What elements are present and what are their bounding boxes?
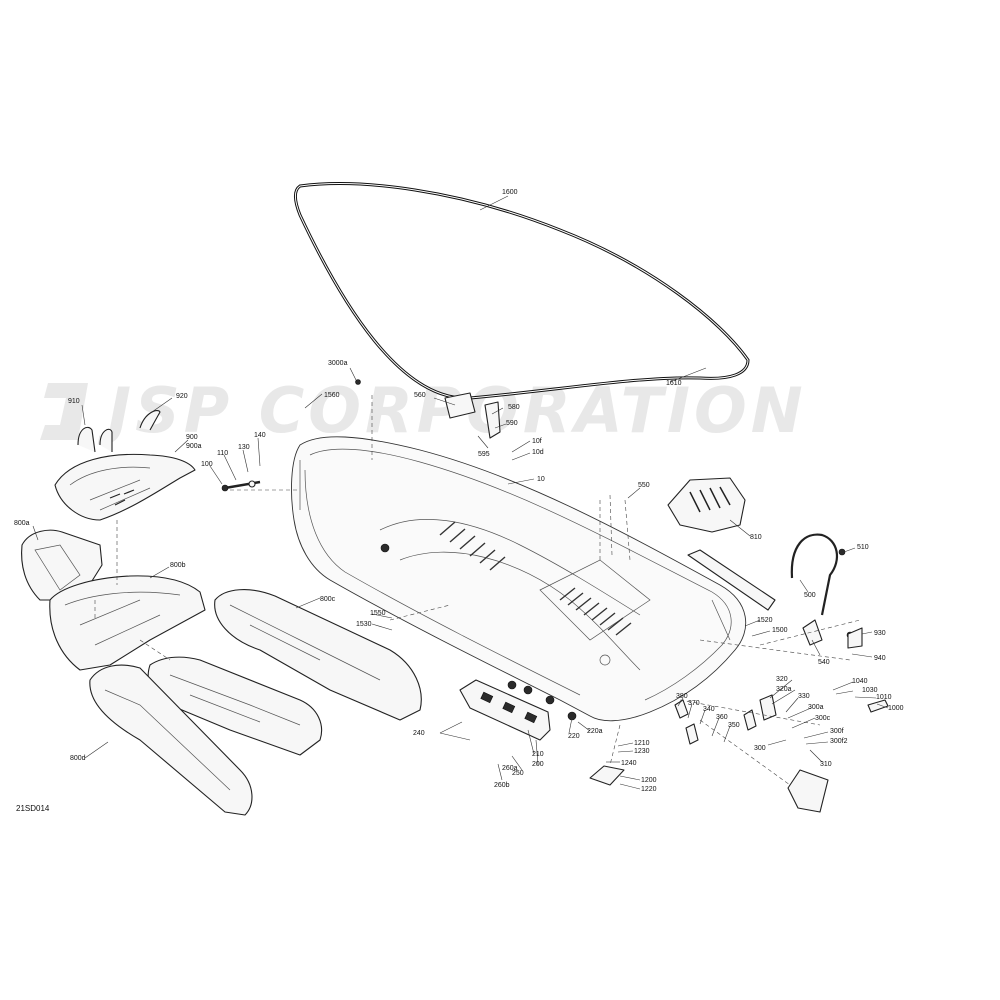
callout-595: 595 xyxy=(478,451,490,458)
callout-510: 510 xyxy=(857,544,869,551)
callout-260a: 260a xyxy=(502,765,518,772)
hull xyxy=(291,436,747,722)
callout-360: 360 xyxy=(716,714,728,721)
callout-250: 250 xyxy=(512,770,524,777)
diagram-reference: 21SD014 xyxy=(16,804,50,813)
callout-210: 210 xyxy=(532,751,544,758)
callout-1200: 1200 xyxy=(641,777,657,784)
callout-1210: 1210 xyxy=(634,740,650,747)
callout-220a: 220a xyxy=(587,728,603,735)
callout-900a: 900a xyxy=(186,443,202,450)
callout-920: 920 xyxy=(176,393,188,400)
callout-300f: 300f xyxy=(830,728,844,735)
callout-380: 380 xyxy=(676,693,688,700)
callout-330: 330 xyxy=(798,693,810,700)
callout-590: 590 xyxy=(506,420,518,427)
callout-540: 540 xyxy=(818,659,830,666)
callout-320a: 320a xyxy=(776,686,792,693)
callout-1610: 1610 xyxy=(666,380,682,387)
callout-500: 500 xyxy=(804,592,816,599)
callout-810: 810 xyxy=(750,534,762,541)
callout-10d: 10d xyxy=(532,449,544,456)
callout-260b: 260b xyxy=(494,782,510,789)
callout-300c: 300c xyxy=(815,715,831,722)
callout-940: 940 xyxy=(874,655,886,662)
callout-100: 100 xyxy=(201,461,213,468)
callout-200: 200 xyxy=(532,761,544,768)
callout-370: 370 xyxy=(688,700,700,707)
callout-labels: 1600 1610 3000a 1560 560 580 590 595 10f… xyxy=(14,189,904,793)
callout-1550: 1550 xyxy=(370,610,386,617)
seat-base xyxy=(54,453,196,521)
callout-300a: 300a xyxy=(808,704,824,711)
callout-10f: 10f xyxy=(532,438,542,445)
callout-130: 130 xyxy=(238,444,250,451)
callout-930: 930 xyxy=(874,630,886,637)
callout-550: 550 xyxy=(638,482,650,489)
callout-1010: 1010 xyxy=(876,694,892,701)
callout-1230: 1230 xyxy=(634,748,650,755)
callout-220: 220 xyxy=(568,733,580,740)
callout-340: 340 xyxy=(703,706,715,713)
callout-310: 310 xyxy=(820,761,832,768)
callout-900: 900 xyxy=(186,434,198,441)
callout-1600: 1600 xyxy=(502,189,518,196)
callout-110: 110 xyxy=(217,450,228,457)
callout-1530: 1530 xyxy=(356,621,372,628)
seal-gasket xyxy=(294,182,750,400)
callout-800a: 800a xyxy=(14,520,30,527)
callout-3000a: 3000a xyxy=(328,360,348,367)
callout-1520: 1520 xyxy=(757,617,773,624)
callout-1220: 1220 xyxy=(641,786,657,793)
callout-350: 350 xyxy=(728,722,740,729)
callout-800d: 800d xyxy=(70,755,86,762)
callout-910: 910 xyxy=(68,398,80,405)
callout-580: 580 xyxy=(508,404,520,411)
callout-300: 300 xyxy=(754,745,766,752)
callout-1560: 1560 xyxy=(324,392,340,399)
callout-1240: 1240 xyxy=(621,760,637,767)
callout-1030: 1030 xyxy=(862,687,878,694)
callout-800b: 800b xyxy=(170,562,186,569)
callout-140: 140 xyxy=(254,432,266,439)
callout-560: 560 xyxy=(414,392,426,399)
callout-800c: 800c xyxy=(320,596,336,603)
callout-1000: 1000 xyxy=(888,705,904,712)
callout-10: 10 xyxy=(537,476,545,483)
callout-300f2: 300f2 xyxy=(830,738,848,745)
callout-320: 320 xyxy=(776,676,788,683)
callout-1040: 1040 xyxy=(852,678,868,685)
callout-240: 240 xyxy=(413,730,425,737)
callout-1500: 1500 xyxy=(772,627,788,634)
